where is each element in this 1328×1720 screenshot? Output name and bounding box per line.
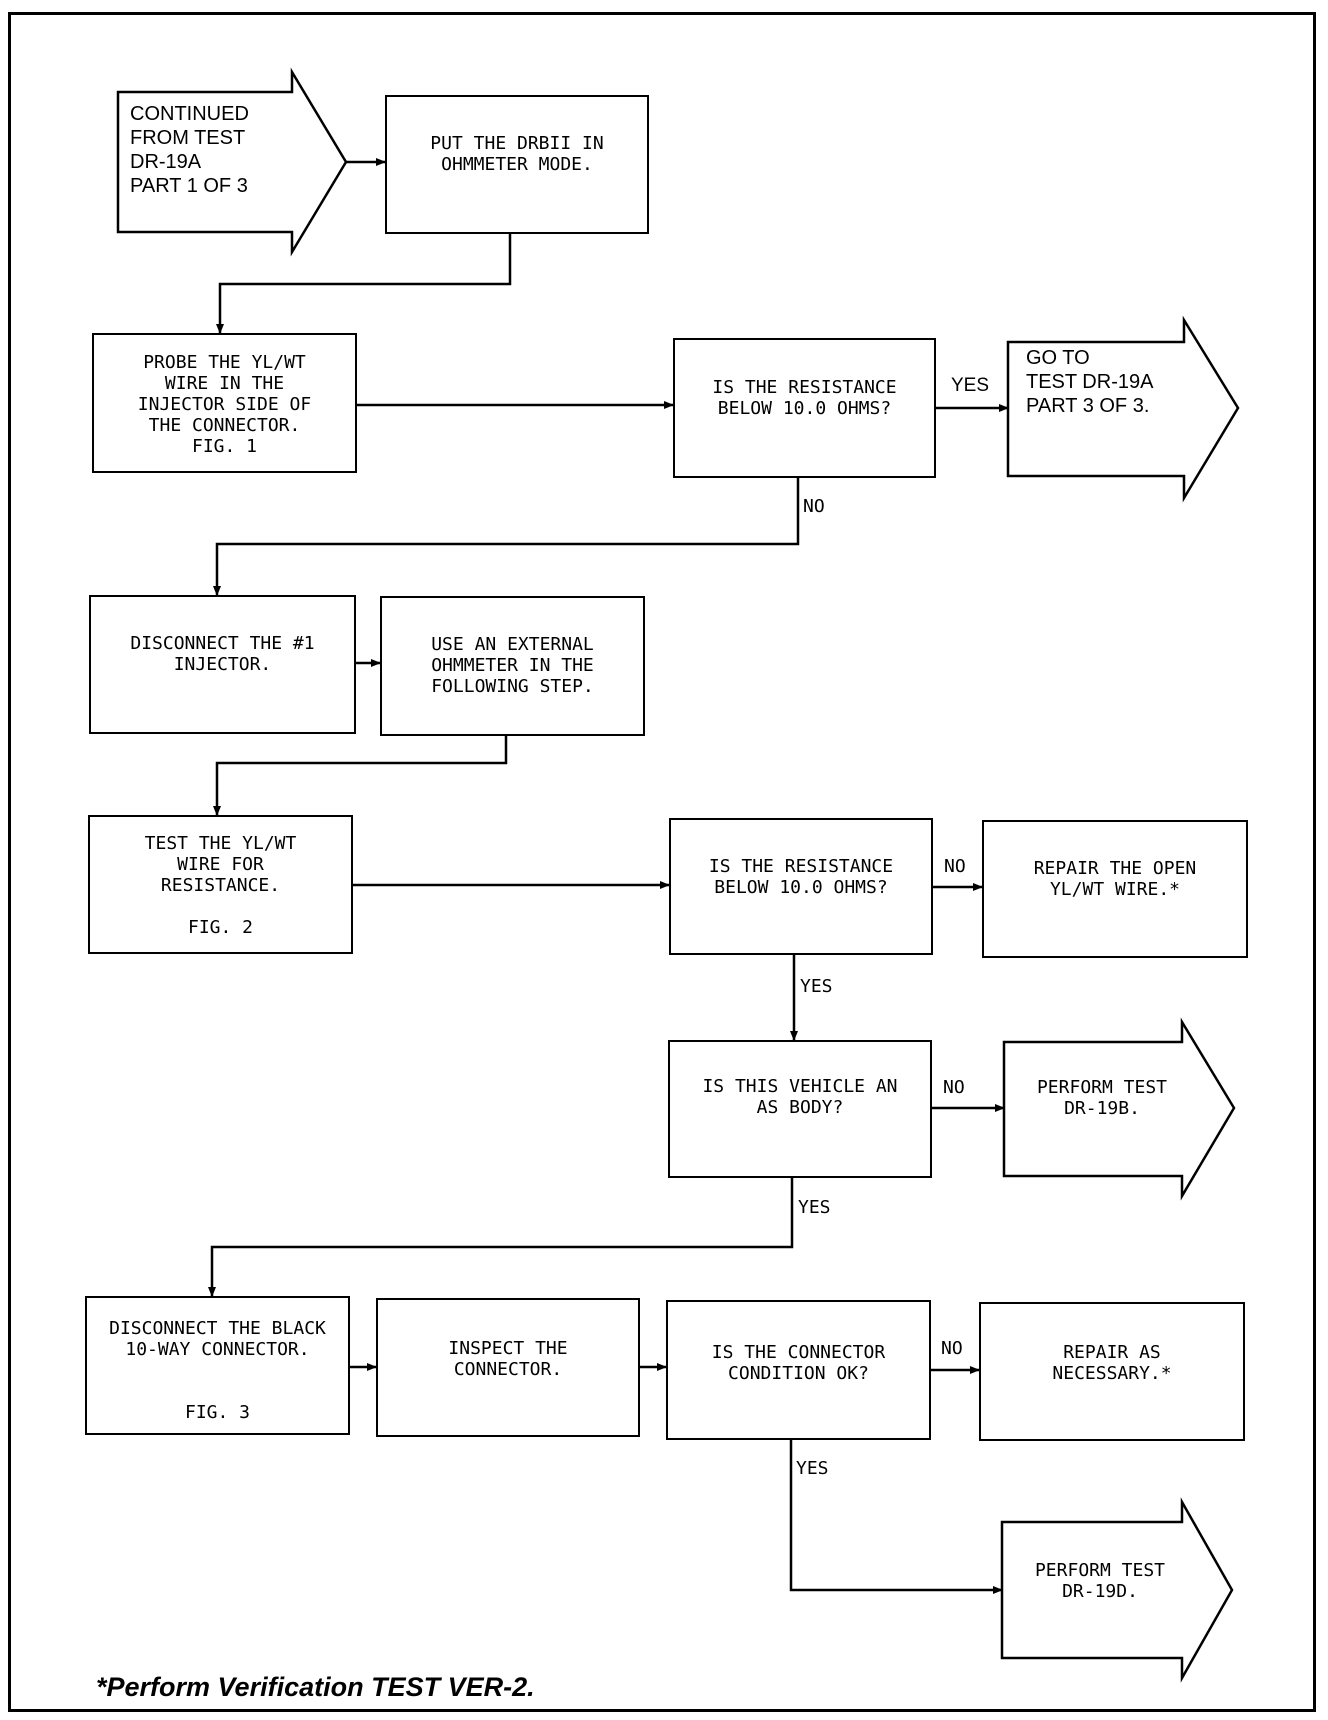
no-label-2: NO [944, 856, 966, 877]
repair-open-wire-step: REPAIR THE OPEN YL/WT WIRE.* [982, 820, 1248, 958]
yes-label-1: YES [951, 375, 990, 396]
goto-part3-text: GO TO TEST DR-19A PART 3 OF 3. [1026, 347, 1154, 417]
test-wire-step: TEST THE YL/WT WIRE FOR RESISTANCE. FIG.… [88, 815, 353, 954]
inspect-connector-step: INSPECT THE CONNECTOR. [376, 1298, 640, 1437]
no-label-1: NO [803, 496, 825, 517]
perform-19b-arrow-shape [1002, 1017, 1236, 1201]
disconnect-injector-step: DISCONNECT THE #1 INJECTOR. [89, 595, 356, 734]
page-frame [8, 12, 1316, 1712]
repair-as-necessary-step: REPAIR AS NECESSARY.* [979, 1302, 1245, 1441]
no-label-3: NO [943, 1077, 965, 1098]
disconnect-black-connector-step: DISCONNECT THE BLACK 10-WAY CONNECTOR. F… [85, 1296, 350, 1435]
use-external-ohmmeter-step: USE AN EXTERNAL OHMMETER IN THE FOLLOWIN… [380, 596, 645, 736]
perform-19d-text: PERFORM TEST DR-19D. [1034, 1560, 1166, 1602]
yes-label-2: YES [800, 976, 833, 997]
resistance-decision-1: IS THE RESISTANCE BELOW 10.0 OHMS? [673, 338, 936, 478]
connector-condition-decision: IS THE CONNECTOR CONDITION OK? [666, 1300, 931, 1440]
yes-label-4: YES [796, 1458, 829, 1479]
footnote: *Perform Verification TEST VER-2. [96, 1672, 535, 1702]
probe-wire-step: PROBE THE YL/WT WIRE IN THE INJECTOR SID… [92, 333, 357, 473]
yes-label-3: YES [798, 1197, 831, 1218]
resistance-decision-2: IS THE RESISTANCE BELOW 10.0 OHMS? [669, 818, 933, 955]
start-arrow-shape [116, 67, 348, 257]
perform-19b-text: PERFORM TEST DR-19B. [1036, 1077, 1168, 1119]
no-label-4: NO [941, 1338, 963, 1359]
perform-19d-arrow-shape [1000, 1497, 1234, 1683]
as-body-decision: IS THIS VEHICLE AN AS BODY? [668, 1040, 932, 1178]
goto-part3-arrow-shape [1006, 315, 1240, 503]
put-drbii-step: PUT THE DRBII IN OHMMETER MODE. [385, 95, 649, 234]
start-continued-text: CONTINUED FROM TEST DR-19A PART 1 OF 3 [130, 103, 249, 197]
